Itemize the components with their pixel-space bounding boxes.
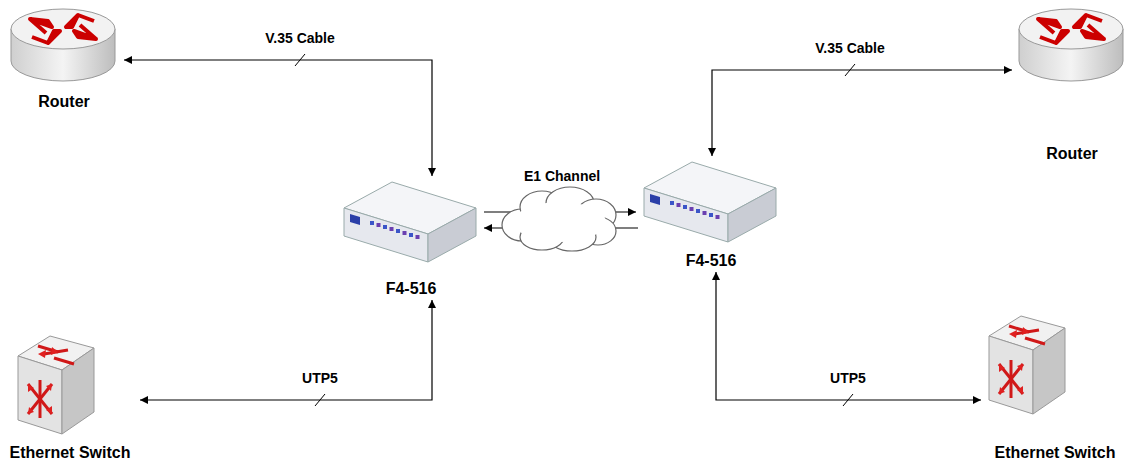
- node-label: Router: [1016, 145, 1128, 163]
- device-icon: [640, 158, 780, 248]
- cable-label: UTP5: [828, 370, 868, 386]
- router-icon: [1016, 5, 1126, 85]
- mux-node: F4-516: [340, 178, 482, 298]
- cable-connector: [712, 70, 1012, 156]
- node-label: F4-516: [640, 252, 782, 270]
- mux-node: F4-516: [640, 158, 782, 270]
- switch-node: Ethernet Switch: [4, 330, 136, 462]
- cable-label: V.35 Cable: [813, 40, 887, 56]
- node-label: Ethernet Switch: [4, 444, 136, 462]
- sw-icon: [985, 310, 1069, 416]
- cable-label: E1 Channel: [522, 168, 602, 184]
- cable-connector: [124, 60, 432, 176]
- cable-label: UTP5: [300, 370, 340, 386]
- node-label: Ethernet Switch: [985, 444, 1125, 462]
- device-icon: [340, 178, 480, 268]
- sw-icon: [14, 330, 98, 436]
- router-node: Router: [8, 5, 120, 111]
- cable-connector: [140, 300, 432, 400]
- router-icon: [8, 5, 118, 85]
- node-label: F4-516: [340, 280, 482, 298]
- node-label: Router: [8, 93, 120, 111]
- cable-ticks: [295, 54, 855, 406]
- router-node: Router: [1016, 5, 1128, 163]
- cable-label: V.35 Cable: [263, 30, 337, 46]
- cable-connector: [716, 272, 981, 400]
- switch-node: Ethernet Switch: [985, 310, 1125, 462]
